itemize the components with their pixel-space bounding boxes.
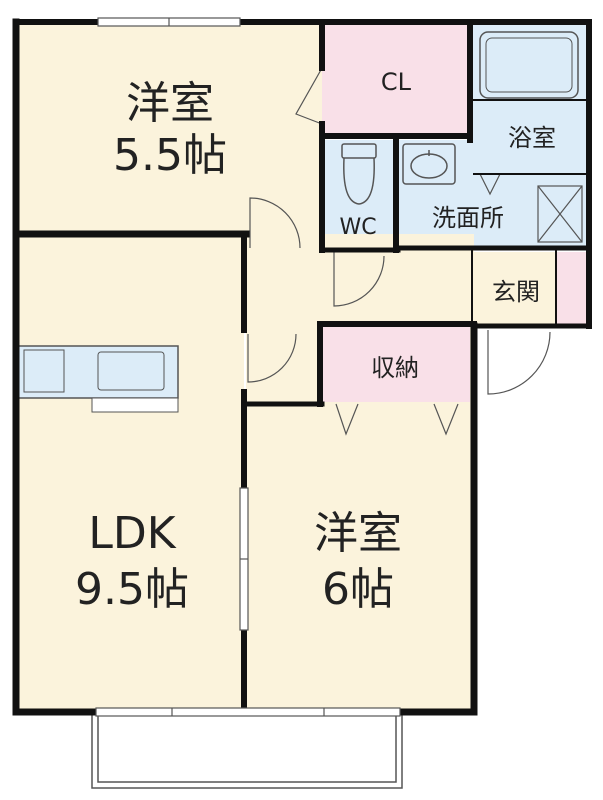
entrance-step-floor bbox=[556, 252, 587, 324]
bath-label: 浴室 bbox=[508, 124, 556, 152]
wash-basin-icon bbox=[402, 143, 456, 185]
ldk-size: 9.5帖 bbox=[75, 564, 189, 615]
room-fills bbox=[16, 24, 587, 710]
balcony bbox=[91, 711, 403, 789]
closet-floor bbox=[322, 24, 470, 134]
entrance-label: 玄関 bbox=[492, 278, 540, 306]
western-room-north-name: 洋室 bbox=[126, 78, 214, 129]
bathtub-icon bbox=[479, 31, 579, 99]
window-south bbox=[95, 707, 401, 717]
ldk-floor bbox=[16, 234, 244, 710]
wc-label: WC bbox=[339, 215, 376, 240]
western-room-south-size: 6帖 bbox=[322, 564, 394, 615]
walls bbox=[12, 18, 592, 716]
storage-floor bbox=[320, 326, 470, 402]
kitchen-counter bbox=[17, 345, 179, 413]
closet-label: CL bbox=[381, 68, 412, 96]
western-room-north-size: 5.5帖 bbox=[113, 130, 227, 181]
windows bbox=[95, 17, 401, 717]
sink-icon bbox=[97, 351, 165, 391]
washroom-floor bbox=[398, 140, 587, 248]
washroom-label: 洗面所 bbox=[432, 204, 504, 232]
ldk-name: LDK bbox=[88, 508, 176, 559]
room-labels: 洋室 5.5帖 CL 浴室 WC 洗面所 玄関 収納 LDK 9.5帖 洋室 6… bbox=[75, 68, 556, 615]
storage-label: 収納 bbox=[371, 354, 419, 382]
washing-machine-space-icon bbox=[537, 185, 583, 243]
western-room-south-name: 洋室 bbox=[314, 508, 402, 559]
door-swings bbox=[247, 67, 551, 436]
western-room-south-floor bbox=[246, 404, 474, 710]
western-room-north-floor bbox=[16, 24, 322, 234]
toilet-icon bbox=[341, 143, 377, 205]
